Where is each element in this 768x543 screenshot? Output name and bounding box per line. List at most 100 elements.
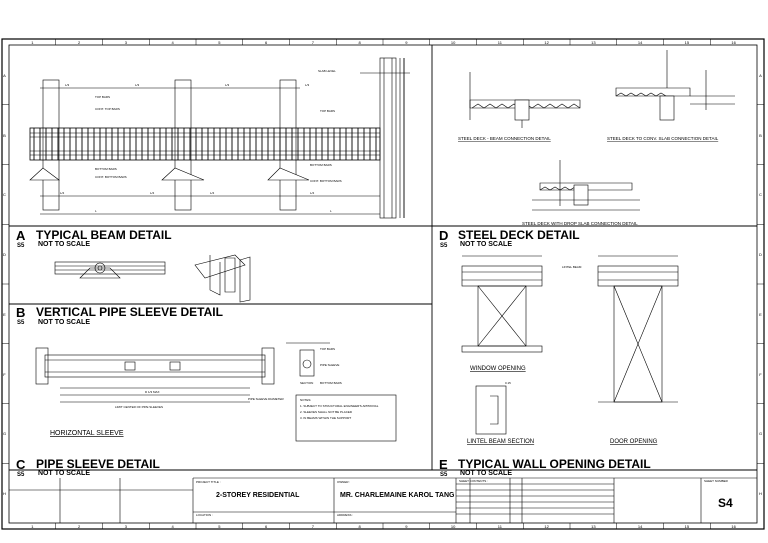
sleeve-labels: D 1/3 MAX LIMIT CENTER OF PIPE SLEEVES T…	[115, 347, 379, 420]
label-section: SECTION	[300, 381, 313, 385]
horizontal-sleeve-drawing	[35, 342, 397, 442]
note-3: 3. IN BEAMS WITHIN THE SUPPORT	[300, 416, 351, 420]
grid-col-label: 12	[544, 524, 549, 529]
grid-col-label: 14	[637, 524, 643, 529]
wall-opening-drawing	[461, 255, 679, 435]
dim-l3-1: L/3	[65, 83, 70, 87]
notes-title: NOTES:	[300, 398, 311, 402]
grid-row-label: C	[3, 192, 6, 198]
dim-l-2: L	[330, 209, 332, 213]
section-b-letter: B	[16, 305, 26, 320]
grid-col-label: 9	[405, 524, 408, 529]
grid-row-label: D	[759, 252, 762, 258]
section-e-scale: NOT TO SCALE	[460, 470, 512, 477]
grid-col-label: 14	[637, 40, 643, 45]
grid-col-label: 4	[171, 524, 174, 529]
grid-col-label: 11	[497, 524, 502, 529]
section-a-heading: TYPICAL BEAM DETAIL	[36, 228, 172, 242]
note-2: 2. SLEEVES SHALL NOT BE PLACED	[300, 410, 353, 414]
dim-l3-4: L/3	[305, 83, 310, 87]
grid-row-label: H	[759, 491, 762, 497]
grid-row-label: B	[759, 132, 762, 138]
dim-015: 0.15	[505, 381, 511, 385]
note-1: 1. SUBJECT TO STRUCTURAL ENGINEER'S APPR…	[300, 404, 379, 408]
sheet-contents-label: SHEET CONTENTS :	[459, 479, 488, 483]
sheet-number: S4	[718, 496, 733, 510]
caption-door: DOOR OPENING	[610, 439, 658, 445]
address-label: ADDRESS :	[337, 513, 354, 517]
grid-col-label: 7	[311, 524, 314, 529]
grid-col-label: 5	[218, 524, 221, 529]
project-label: PROJECT TITLE :	[196, 480, 221, 484]
dim-l3-3: L/3	[225, 83, 230, 87]
label-top-bars-2: TOP BARS	[320, 109, 335, 113]
label-top-bars-sec: TOP BARS	[320, 347, 335, 351]
section-d-scale: NOT TO SCALE	[460, 241, 512, 248]
grid-col-label: 15	[684, 524, 690, 529]
section-c-scale: NOT TO SCALE	[38, 470, 90, 477]
opening-captions: WINDOW OPENING LINTEL BEAM SECTION DOOR …	[467, 366, 658, 445]
section-c-sheet: S5	[17, 472, 25, 478]
dim-l4-2: L/4	[150, 191, 155, 195]
label-bottom-bars: BOTTOM BARS	[95, 167, 117, 171]
grid-col-label: 13	[591, 524, 596, 529]
caption-horizontal-sleeve: HORIZONTAL SLEEVE	[50, 430, 124, 437]
grid-col-label: 4	[171, 40, 174, 45]
grid-col-label: 10	[450, 40, 456, 45]
beam-detail-drawing	[29, 57, 410, 219]
grid-col-label: 2	[78, 40, 81, 45]
grid-col-label: 10	[450, 524, 456, 529]
grid-row-label: G	[758, 431, 763, 437]
label-cont-top-bars: CONT. TOP BARS	[95, 107, 120, 111]
grid-col-label: 9	[405, 40, 408, 45]
section-b-sheet: S5	[17, 320, 25, 326]
dim-l4-3: L/4	[210, 191, 215, 195]
owner-name: MR. CHARLEMAINE KAROL TANG	[340, 492, 455, 499]
grid-col-label: 15	[684, 40, 690, 45]
grid-row-label: E	[3, 311, 6, 317]
grid-col-label: 12	[544, 40, 549, 45]
title-block-lines	[9, 477, 757, 523]
label-lintel-beam: LINTEL BEAM	[562, 265, 582, 269]
sheet-number-label: SHEET NUMBER	[704, 479, 728, 483]
label-cont-bottom-bars: CONT. BOTTOM BARS	[95, 175, 127, 179]
label-bottom-bars-sec: BOTTOM BARS	[320, 381, 342, 385]
inner-border	[8, 44, 758, 524]
grid-col-label: 8	[358, 524, 361, 529]
dim-l4-4: L/4	[310, 191, 315, 195]
section-b-scale: NOT TO SCALE	[38, 319, 90, 326]
beam-labels: TOP BARS CONT. TOP BARS BOTTOM BARS CONT…	[60, 69, 342, 213]
grid-col-label: 16	[731, 40, 736, 45]
label-d: PIPE SLEEVE DIAMETER	[248, 397, 285, 401]
dim-l4-1: L/4	[60, 191, 65, 195]
label-slab-level: SLAB LEVEL	[318, 69, 336, 73]
grid-col-label: 6	[265, 524, 268, 529]
section-a-sheet: S5	[17, 243, 25, 249]
label-top-bars: TOP BARS	[95, 95, 110, 99]
section-e-letter: E	[439, 457, 448, 472]
grid-row-label: C	[759, 192, 762, 198]
grid-row-label: F	[3, 371, 6, 377]
grid-row-label: G	[2, 431, 7, 437]
caption-deck-slab: STEEL DECK TO CONV. SLAB CONNECTION DETA…	[607, 136, 719, 141]
grid-col-label: 3	[124, 40, 127, 45]
grid-row-label: A	[3, 72, 6, 78]
grid-col-label: 3	[124, 524, 127, 529]
section-c-heading: PIPE SLEEVE DETAIL	[36, 457, 160, 471]
caption-deck-beam: STEEL DECK - BEAM CONNECTION DETAIL	[458, 136, 551, 141]
location-label: LOCATION :	[196, 513, 213, 517]
label-sleeve-spacing: LIMIT CENTER OF PIPE SLEEVES	[115, 405, 163, 409]
label-bottom-bars-2: BOTTOM BARS	[310, 163, 332, 167]
grid-col-label: 5	[218, 40, 221, 45]
section-a-letter: A	[16, 228, 26, 243]
grid-col-label: 13	[591, 40, 596, 45]
grid-col-label: 8	[358, 40, 361, 45]
grid-row-label: F	[759, 371, 762, 377]
dim-l3-2: L/3	[135, 83, 140, 87]
grid-col-label: 6	[265, 40, 268, 45]
grid-col-label: 1	[31, 524, 34, 529]
vertical-sleeve-drawing	[54, 254, 251, 303]
section-e-sheet: S5	[440, 472, 448, 478]
steel-deck-drawings	[469, 50, 735, 211]
